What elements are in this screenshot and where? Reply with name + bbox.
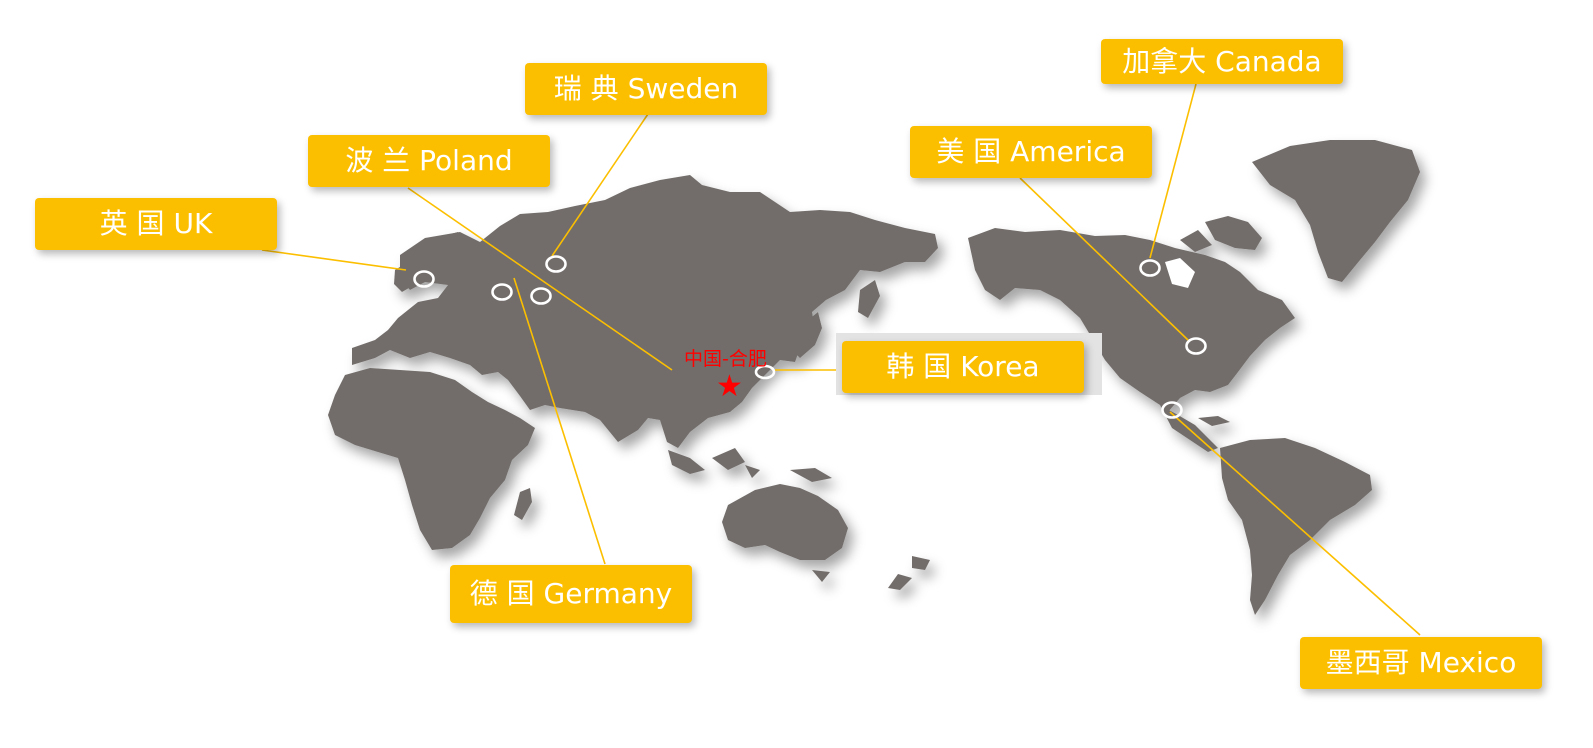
new-zealand-landmass <box>888 556 930 590</box>
madagascar-landmass <box>514 488 532 520</box>
star-icon: ★ <box>716 369 743 404</box>
marker-america <box>1185 337 1207 355</box>
connector-poland <box>407 187 673 371</box>
marker-poland <box>530 287 552 305</box>
marker-germany <box>491 283 513 301</box>
indonesia-landmass <box>668 448 832 482</box>
kamchatka-landmass <box>858 280 880 318</box>
connector-germany <box>513 277 606 565</box>
location-markers <box>413 255 1207 419</box>
scandinavia-landmass <box>430 232 470 272</box>
connector-mexico <box>1169 411 1421 636</box>
label-germany: 德 国 Germany <box>450 565 692 623</box>
connector-lines <box>261 83 1421 636</box>
label-uk: 英 国 UK <box>35 198 277 250</box>
label-canada: 加拿大 Canada <box>1101 39 1343 84</box>
continents <box>328 140 1420 615</box>
caribbean-landmass <box>1198 416 1230 426</box>
label-sweden: 瑞 典 Sweden <box>525 63 767 115</box>
label-korea: 韩 国 Korea <box>842 341 1084 393</box>
connector-canada <box>1149 83 1197 259</box>
arctic-islands-landmass <box>1180 216 1262 252</box>
tasmania-landmass <box>812 570 830 582</box>
label-poland: 波 兰 Poland <box>308 135 550 187</box>
africa-landmass <box>328 368 535 550</box>
connector-uk <box>261 249 407 271</box>
marker-mexico <box>1161 401 1183 419</box>
marker-sweden <box>545 255 567 273</box>
marker-canada <box>1139 259 1161 277</box>
south-america-landmass <box>1220 438 1372 615</box>
connector-america <box>1019 177 1189 341</box>
origin-label: 中国-合肥 <box>684 348 767 370</box>
label-mexico: 墨西哥 Mexico <box>1300 637 1542 689</box>
australia-landmass <box>722 484 848 560</box>
marker-uk <box>413 270 435 288</box>
label-america: 美 国 America <box>910 126 1152 178</box>
eurasia-landmass <box>352 175 938 448</box>
japan-landmass <box>794 312 822 358</box>
connector-sweden <box>551 113 649 257</box>
hudson-bay <box>1165 258 1195 288</box>
greenland-landmass <box>1252 140 1420 282</box>
marker-korea <box>754 364 776 380</box>
north-america-landmass <box>968 228 1295 412</box>
